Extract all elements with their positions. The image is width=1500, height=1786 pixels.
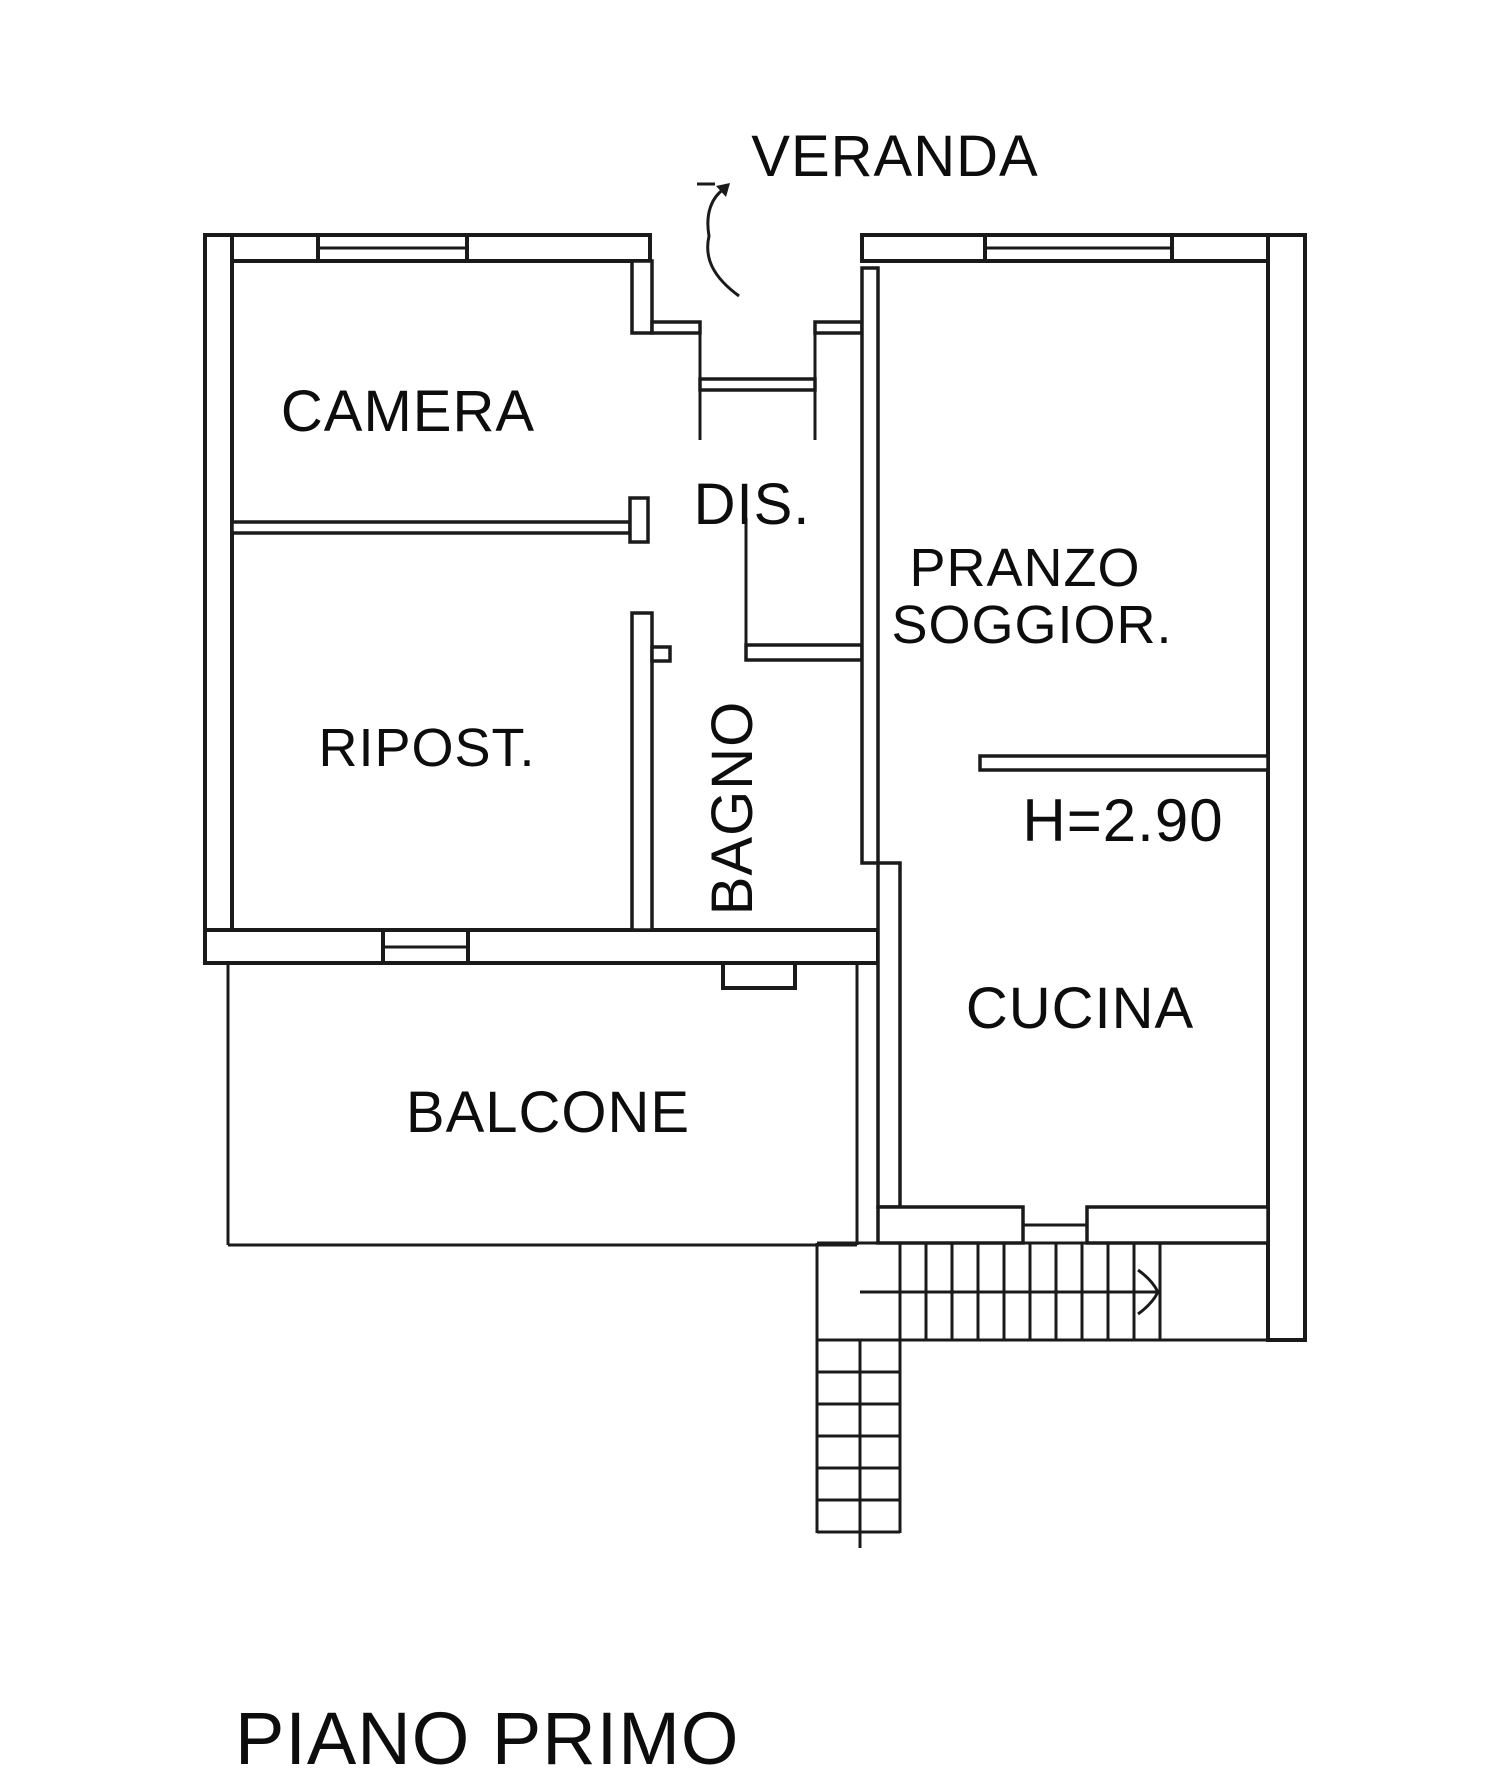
door-swing-arc: [706, 187, 740, 298]
cucina-bottom-wall: [876, 1205, 1025, 1245]
exterior-walls: [203, 233, 1307, 1342]
cucina-left-wall: [876, 861, 902, 1209]
top-wall-segment: [860, 233, 987, 263]
external-stairs: [815, 1241, 1305, 1548]
interior-walls: [230, 259, 1270, 1245]
right-wall: [1266, 233, 1307, 1342]
top-wall-segment: [465, 233, 652, 263]
bagno-top-wall: [744, 643, 864, 662]
vestibule-wall-left: [650, 320, 702, 335]
label-bagno: BAGNO: [700, 701, 765, 916]
room-labels: VERANDA CAMERA DIS. PRANZO SOGGIOR. RIPO…: [281, 124, 1223, 1145]
label-dis: DIS.: [694, 472, 811, 537]
label-camera: CAMERA: [281, 379, 535, 444]
bottom-wall-segment: [203, 928, 385, 965]
label-height-annotation: H=2.90: [1022, 787, 1223, 854]
vestibule-recess-wall: [698, 377, 817, 392]
bagno-left-wall: [630, 611, 654, 932]
camera-right-wall: [630, 259, 654, 335]
camera-ripost-wall: [230, 520, 632, 535]
stair-lower-flight: [815, 1340, 902, 1548]
cucina-bottom-wall: [1085, 1205, 1270, 1245]
pranzo-cucina-divider: [978, 754, 1270, 772]
pranzo-left-wall: [860, 266, 880, 865]
label-balcone: BALCONE: [406, 1080, 690, 1145]
label-pranzo-line1: PRANZO: [909, 538, 1140, 598]
label-pranzo-line2: SOGGIOR.: [891, 595, 1172, 655]
bottom-wall-segment: [466, 928, 880, 965]
windows: [316, 233, 1174, 965]
balcony-outline: [226, 963, 859, 1247]
exterior-step: [721, 961, 797, 990]
label-veranda: VERANDA: [751, 124, 1038, 189]
label-ripost: RIPOST.: [318, 718, 535, 778]
door-swing-arrowhead-icon: [716, 183, 730, 197]
floor-title: PIANO PRIMO: [235, 1697, 739, 1780]
stair-direction-arrow-icon: [1137, 1268, 1160, 1316]
left-wall: [203, 233, 234, 965]
label-cucina: CUCINA: [966, 976, 1194, 1041]
bagno-wall-tab: [650, 645, 672, 663]
vestibule-wall-right: [813, 320, 864, 335]
veranda-door: [697, 182, 740, 298]
door-jamb: [628, 496, 650, 544]
